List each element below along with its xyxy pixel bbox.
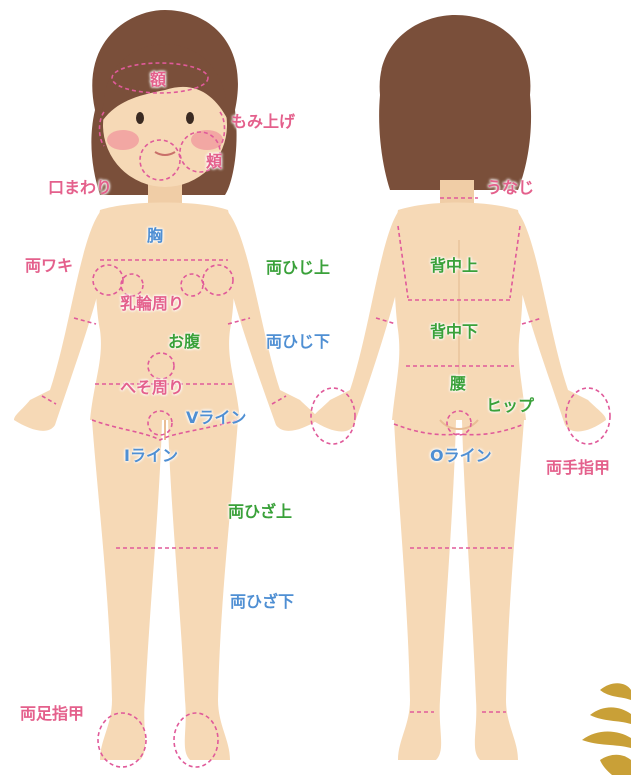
right-elbow-line: [227, 317, 251, 325]
label-i-line: Iライン: [124, 446, 178, 465]
forehead-zone: [111, 62, 209, 94]
right-hand-zone: [565, 387, 611, 445]
label-cheeks: 頬: [206, 152, 223, 171]
left-hand-zone: [310, 387, 356, 445]
right-nipple-zone: [180, 273, 204, 297]
front-left-arm: [14, 212, 104, 431]
ornament-leaf-icon: [582, 683, 631, 775]
label-toes: 両足指甲: [20, 704, 85, 723]
left-underarm-zone: [92, 264, 124, 296]
label-waist: 腰: [450, 374, 467, 393]
label-around-nipples: 乳輪周り: [120, 294, 185, 313]
front-right-arm: [226, 212, 318, 431]
label-upper-arms: 両ひじ上: [266, 258, 331, 277]
left-nipple-zone: [120, 273, 144, 297]
label-hips: ヒップ: [486, 396, 535, 415]
back-left-arm: [312, 212, 402, 432]
left-wrist-line: [41, 395, 57, 405]
label-chest: 胸: [147, 226, 164, 245]
front-right-leg: [168, 420, 238, 760]
front-right-cheek: [191, 130, 223, 150]
label-underarms: 両ワキ: [25, 256, 74, 275]
mouth-zone: [139, 139, 181, 181]
label-above-knees: 両ひざ上: [228, 502, 293, 521]
left-elbow-line: [73, 317, 97, 325]
label-nape: うなじ: [486, 178, 535, 197]
front-left-cheek: [107, 130, 139, 150]
hip-line: [393, 423, 525, 436]
label-below-knees: 両ひざ下: [230, 592, 295, 611]
label-forehead: 額: [150, 70, 167, 89]
v-line-zone: [147, 410, 173, 436]
label-stomach: お腹: [168, 332, 201, 351]
right-foot-zone: [173, 712, 219, 768]
label-sideburns: もみ上げ: [231, 112, 296, 131]
back-right-leg: [462, 420, 524, 760]
label-v-line: Vライン: [186, 408, 247, 427]
back-buttock-curve: [439, 419, 479, 430]
back-hair: [379, 15, 532, 190]
label-hands-fingers: 両手指甲: [546, 458, 611, 477]
label-o-line: Oライン: [430, 446, 492, 465]
back-right-elbow-line: [521, 317, 543, 325]
label-upper-back: 背中上: [430, 256, 479, 275]
upper-back-right-edge: [509, 225, 521, 299]
front-mouth: [154, 151, 176, 156]
left-sideburn-zone: [98, 111, 105, 147]
front-left-eye: [136, 112, 144, 124]
right-cheek-zone: [179, 131, 221, 173]
o-line-zone: [446, 410, 472, 436]
back-body-figure: [310, 15, 611, 760]
upper-back-left-edge: [397, 225, 409, 299]
back-left-leg: [394, 420, 456, 760]
left-foot-zone: [97, 712, 147, 768]
label-lower-arms: 両ひじ下: [266, 332, 331, 351]
front-right-eye: [186, 112, 194, 124]
right-underarm-zone: [202, 264, 234, 296]
right-sideburn-zone: [219, 111, 226, 147]
back-right-arm: [516, 212, 606, 432]
label-around-navel: へそ周り: [120, 378, 185, 397]
back-left-elbow-line: [375, 317, 397, 325]
front-body-figure: [14, 10, 318, 768]
front-bangs: [102, 44, 228, 120]
label-lower-back: 背中下: [430, 322, 479, 341]
bikini-line: [91, 419, 239, 441]
front-left-leg: [92, 420, 162, 760]
label-around-mouth: 口まわり: [48, 178, 113, 197]
right-wrist-line: [271, 395, 287, 405]
front-torso: [90, 202, 240, 420]
navel-zone: [147, 352, 175, 380]
